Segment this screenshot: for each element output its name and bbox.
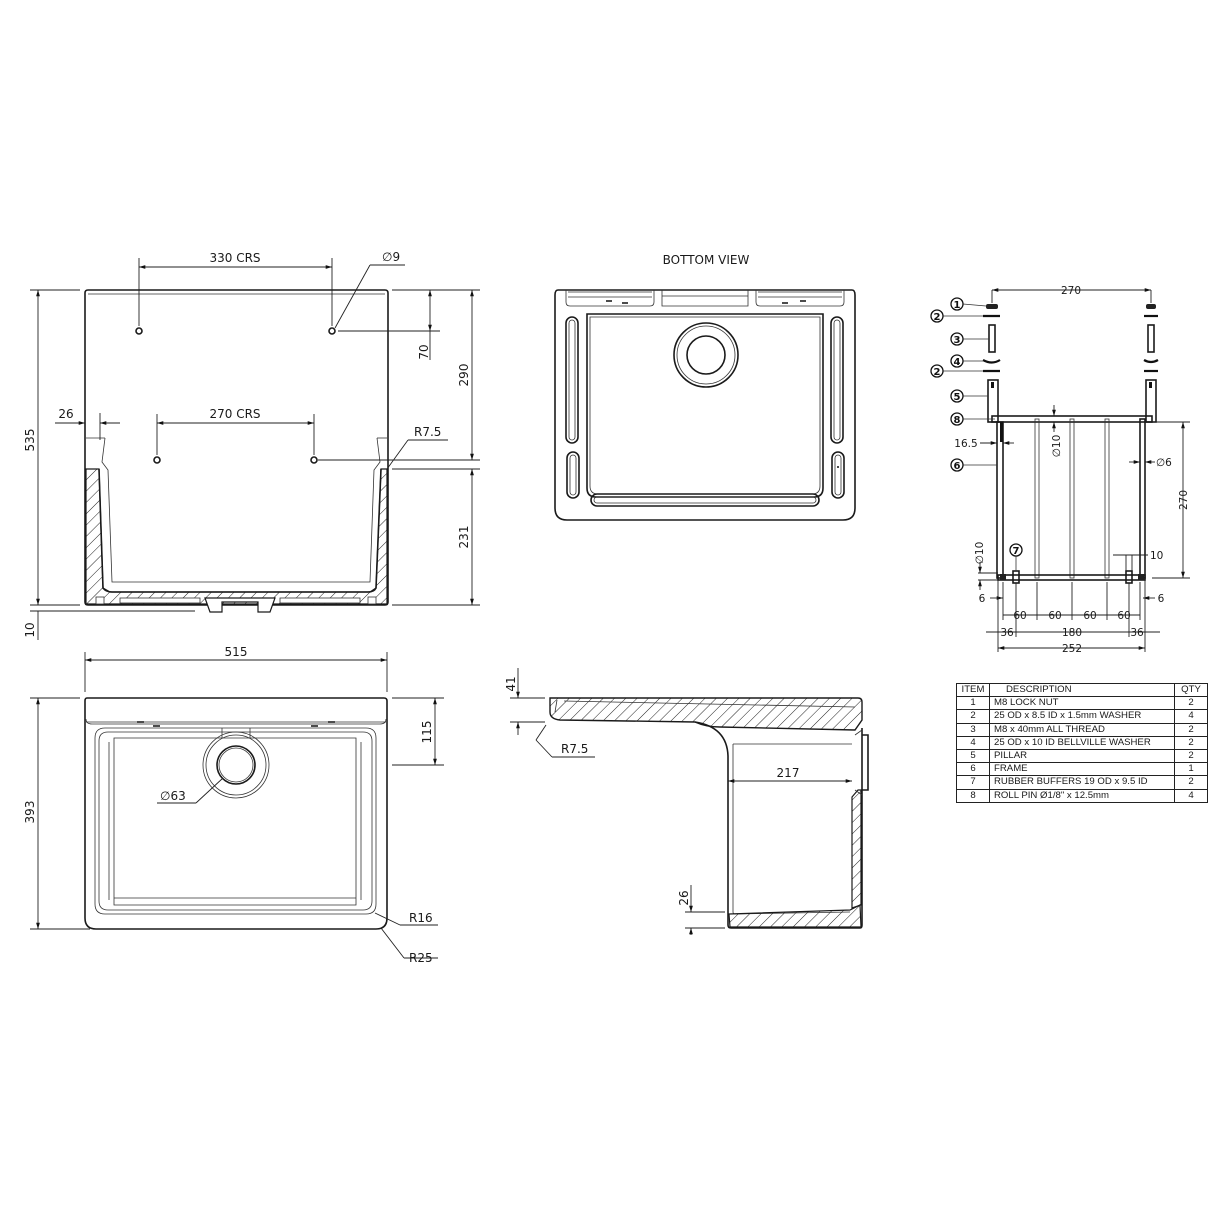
bom-qty: 1 [1174,762,1208,777]
mounting-hole [153,456,161,464]
mounting-hole [328,327,336,335]
balloon-7: 7 [1013,546,1020,557]
bom-header-qty: QTY [1174,682,1208,698]
balloon-3: 3 [954,335,961,346]
bom-item: 5 [956,748,990,764]
frame-dim-36-right: 36 [1130,627,1144,639]
bom-description: RUBBER BUFFERS 19 OD x 9.5 ID [989,775,1175,790]
dim-535: 535 [23,429,37,452]
bom-row: 1 M8 LOCK NUT 2 [956,696,1208,711]
frame-dim-6-right: 6 [1158,593,1165,605]
bom-qty: 4 [1174,709,1208,724]
bom-row: 5 PILLAR 2 [956,748,1208,764]
dim-wall-26: 26 [58,407,73,421]
front-section-view [30,258,480,640]
bom-row: 7 RUBBER BUFFERS 19 OD x 9.5 ID 2 [956,775,1208,790]
dim-515: 515 [225,645,248,659]
bom-item: 7 [956,775,990,790]
dim-10: 10 [23,622,37,637]
dim-290: 290 [457,364,471,387]
frame-dim-60: 60 [1117,610,1130,622]
balloon-2b: 2 [934,367,941,378]
dim-115: 115 [420,721,434,744]
bom-description: M8 x 40mm ALL THREAD [989,722,1175,737]
bottom-view [554,289,856,521]
frame-dim-60: 60 [1013,610,1026,622]
bom-description: PILLAR [989,748,1175,764]
bom-row: 2 25 OD x 8.5 ID x 1.5mm WASHER 4 [956,709,1208,724]
bom-item: 3 [956,722,990,737]
mounting-hole [135,327,143,335]
dim-393: 393 [23,801,37,824]
dim-270-crs: 270 CRS [209,407,260,421]
balloon-8: 8 [954,415,961,426]
bom-qty: 4 [1174,788,1208,803]
dim-waste-diameter: ∅63 [160,789,186,803]
dim-hole-diameter: ∅9 [382,250,400,264]
dim-41: 41 [504,676,518,691]
dim-330-crs: 330 CRS [209,251,260,265]
bom-qty: 2 [1174,735,1208,750]
bom-row: 6 FRAME 1 [956,762,1208,777]
bom-description: FRAME [989,762,1175,777]
bom-qty: 2 [1174,748,1208,764]
bom-qty: 2 [1174,696,1208,711]
balloon-5: 5 [954,392,961,403]
frame-dim-36-left: 36 [1000,627,1014,639]
frame-assembly [942,288,1190,652]
bom-header-row: ITEM DESCRIPTION QTY [956,682,1208,698]
frame-balloons: 1 2 3 4 2 5 8 6 7 [930,297,1023,557]
bom-row: 3 M8 x 40mm ALL THREAD 2 [956,722,1208,737]
balloon-2: 2 [934,312,941,323]
dim-r16: R16 [409,911,433,925]
mounting-hole [310,456,318,464]
bom-row: 4 25 OD x 10 ID BELLVILLE WASHER 2 [956,735,1208,750]
dim-231: 231 [457,526,471,549]
bom-qty: 2 [1174,722,1208,737]
frame-dim-top-bar-dia: ∅10 [1051,435,1063,458]
balloon-4: 4 [954,357,961,368]
balloon-1: 1 [954,300,961,311]
frame-dim-270-top: 270 [1061,285,1081,297]
dim-r7-5-front: R7.5 [414,425,441,439]
frame-dim-6-left: 6 [979,593,986,605]
bom-qty: 2 [1174,775,1208,790]
bom-item: 2 [956,709,990,724]
frame-dim-180: 180 [1062,627,1082,639]
bill-of-materials-table: ITEM DESCRIPTION QTY 1 M8 LOCK NUT 2 2 2… [956,682,1208,803]
dim-70: 70 [417,344,431,359]
side-section-view [510,668,869,935]
frame-dim-16-5: 16.5 [954,438,977,450]
frame-dim-bottom-bar-dia: ∅10 [974,542,986,565]
bom-row: 8 ROLL PIN Ø1/8" x 12.5mm 4 [956,788,1208,803]
bom-description: 25 OD x 8.5 ID x 1.5mm WASHER [989,709,1175,724]
bom-item: 4 [956,735,990,750]
frame-dim-60: 60 [1048,610,1061,622]
dim-r7-5-side: R7.5 [561,742,588,756]
frame-dim-10: 10 [1150,550,1163,562]
dim-217: 217 [777,766,800,780]
bom-item: 6 [956,762,990,777]
dim-r25: R25 [409,951,433,965]
plan-view [30,652,444,959]
frame-dim-rod-dia: ∅6 [1156,457,1172,469]
frame-dim-270-height: 270 [1178,490,1190,510]
front-section-outline [84,289,389,606]
bom-description: 25 OD x 10 ID BELLVILLE WASHER [989,735,1175,750]
balloon-6: 6 [954,461,961,472]
bom-description: ROLL PIN Ø1/8" x 12.5mm [989,788,1175,803]
dim-26-side: 26 [677,890,691,905]
bom-item: 8 [956,788,990,803]
bom-description: M8 LOCK NUT [989,696,1175,711]
bottom-view-title: BOTTOM VIEW [663,253,750,267]
bom-item: 1 [956,696,990,711]
frame-dim-60: 60 [1083,610,1096,622]
frame-dim-252: 252 [1062,643,1082,655]
bom-header-description: DESCRIPTION [989,682,1175,698]
bom-header-item: ITEM [956,682,990,698]
